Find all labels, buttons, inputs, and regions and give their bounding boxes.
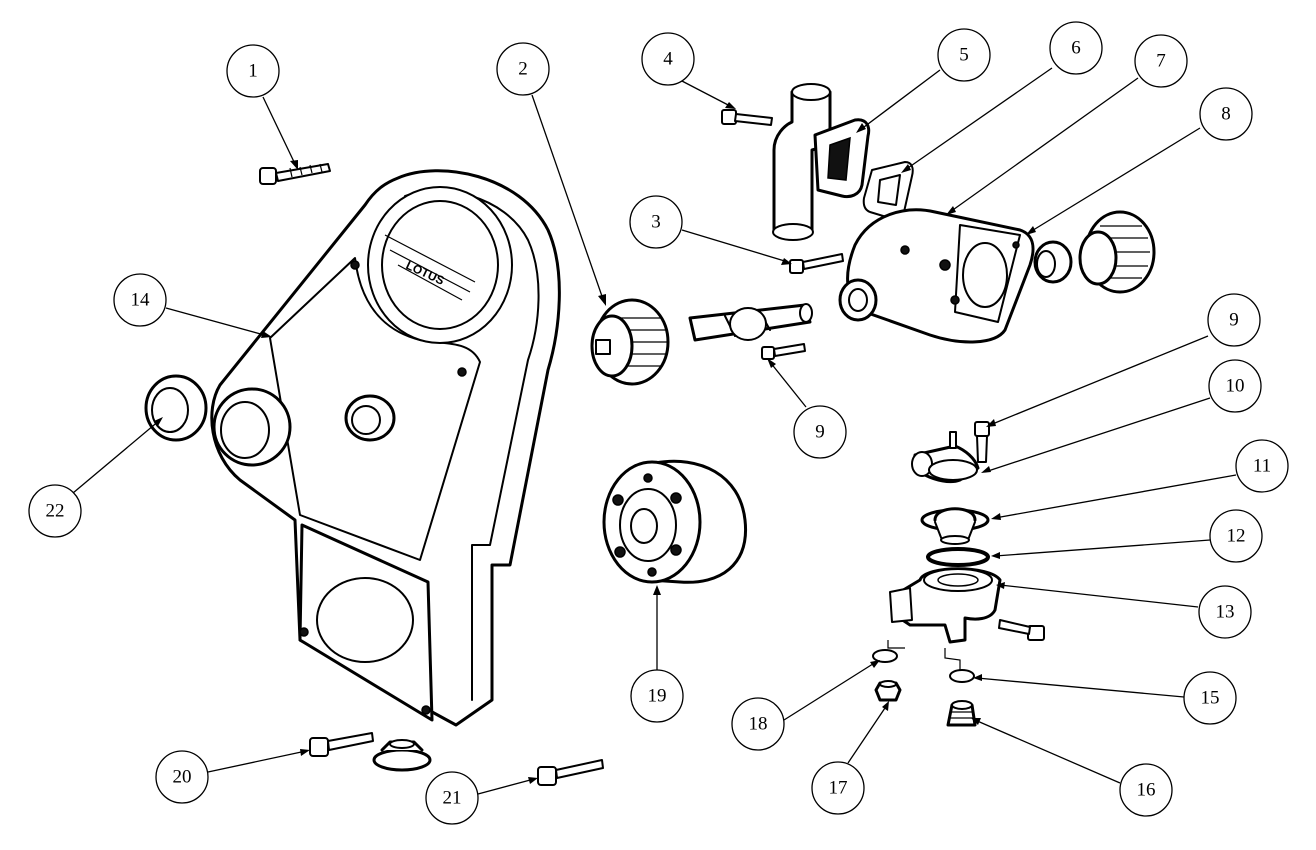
callout-4: 4 bbox=[641, 32, 695, 86]
leader-9b bbox=[986, 335, 1209, 427]
callout-9-upper: 9 bbox=[1207, 293, 1261, 347]
part-thermostat-cover-10 bbox=[911, 431, 980, 484]
leader-13 bbox=[996, 582, 1199, 608]
part-pump-shaft bbox=[688, 303, 813, 342]
callout-22: 22 bbox=[28, 484, 82, 538]
leader-17 bbox=[847, 701, 889, 764]
leader-14 bbox=[165, 307, 272, 338]
leader-21 bbox=[477, 777, 538, 795]
leader-1 bbox=[262, 96, 298, 170]
leader-6 bbox=[901, 67, 1053, 173]
callout-8: 8 bbox=[1199, 87, 1253, 141]
leader-19 bbox=[653, 585, 661, 670]
leader-15 bbox=[973, 674, 1185, 698]
callout-16-label: 16 bbox=[1137, 780, 1156, 801]
callout-21-label: 21 bbox=[443, 788, 462, 809]
part-timing-belt-cover: LOTUS bbox=[210, 169, 561, 727]
leader-9a bbox=[767, 358, 807, 408]
callout-1-label: 1 bbox=[248, 61, 258, 82]
callout-17: 17 bbox=[811, 761, 865, 815]
callout-20: 20 bbox=[155, 750, 209, 804]
part-water-pump-housing-7 bbox=[838, 208, 1035, 344]
callout-5: 5 bbox=[937, 28, 991, 82]
callout-22-label: 22 bbox=[46, 501, 65, 522]
callout-10-label: 10 bbox=[1226, 376, 1245, 397]
part-sensor-16 bbox=[946, 700, 977, 727]
callout-11: 11 bbox=[1235, 439, 1289, 493]
callout-9-lower-label: 9 bbox=[815, 422, 825, 443]
leader-10 bbox=[981, 397, 1211, 473]
part-timing-pulley-2 bbox=[590, 298, 670, 386]
leader-3 bbox=[681, 229, 792, 265]
callout-2-label: 2 bbox=[518, 59, 528, 80]
part-thermostat-housing-13 bbox=[889, 567, 1002, 644]
part-water-outlet-elbow-5 bbox=[772, 83, 871, 241]
callout-13: 13 bbox=[1198, 585, 1252, 639]
callout-16: 16 bbox=[1119, 763, 1173, 817]
leader-11 bbox=[991, 474, 1237, 520]
leader-12 bbox=[991, 539, 1211, 559]
part-pump-impeller bbox=[1033, 210, 1156, 294]
leader-20 bbox=[207, 749, 310, 773]
callout-12: 12 bbox=[1209, 509, 1263, 563]
part-bolt-9-lower bbox=[761, 343, 806, 360]
part-crankshaft-pulley-19 bbox=[602, 459, 748, 584]
callout-19-label: 19 bbox=[648, 686, 667, 707]
callout-14: 14 bbox=[113, 273, 167, 327]
part-bolt-21 bbox=[537, 759, 604, 786]
part-bolt-20 bbox=[309, 732, 374, 757]
callout-3: 3 bbox=[629, 195, 683, 249]
part-plug-17 bbox=[874, 680, 902, 702]
callout-9-upper-label: 9 bbox=[1229, 310, 1239, 331]
callout-10: 10 bbox=[1208, 359, 1262, 413]
callout-6-label: 6 bbox=[1071, 38, 1081, 59]
part-thermostat-11 bbox=[920, 507, 990, 545]
part-grommet bbox=[372, 739, 432, 772]
leader-16 bbox=[971, 718, 1121, 784]
leader-2 bbox=[531, 94, 606, 306]
callout-11-label: 11 bbox=[1253, 456, 1271, 477]
callout-6: 6 bbox=[1049, 21, 1103, 75]
leader-22 bbox=[72, 417, 163, 494]
callout-4-label: 4 bbox=[663, 49, 673, 70]
leader-4 bbox=[679, 79, 736, 109]
callout-8-label: 8 bbox=[1221, 104, 1231, 125]
callout-18: 18 bbox=[731, 697, 785, 751]
callout-1: 1 bbox=[226, 44, 280, 98]
leader-7 bbox=[946, 77, 1139, 215]
leader-5 bbox=[856, 69, 941, 133]
callout-5-label: 5 bbox=[959, 45, 969, 66]
callout-17-label: 17 bbox=[829, 778, 848, 799]
callout-7: 7 bbox=[1134, 34, 1188, 88]
part-bolt-9-upper bbox=[974, 421, 990, 463]
callout-12-label: 12 bbox=[1227, 526, 1246, 547]
callout-20-label: 20 bbox=[173, 767, 192, 788]
callout-15: 15 bbox=[1183, 671, 1237, 725]
callout-18-label: 18 bbox=[749, 714, 768, 735]
leader-8 bbox=[1026, 127, 1201, 235]
part-bolt-3 bbox=[789, 253, 844, 274]
callout-19: 19 bbox=[630, 669, 684, 723]
part-o-ring-12 bbox=[926, 547, 990, 567]
callout-14-label: 14 bbox=[131, 290, 151, 311]
part-washer-18 bbox=[872, 640, 905, 663]
callout-7-label: 7 bbox=[1156, 51, 1166, 72]
callouts: 1 2 3 4 5 6 7 8 9 9 10 11 12 13 14 15 16… bbox=[28, 21, 1289, 825]
part-washer-15 bbox=[944, 648, 975, 683]
callout-2: 2 bbox=[496, 42, 550, 96]
callout-21: 21 bbox=[425, 771, 479, 825]
callout-9-lower: 9 bbox=[793, 405, 847, 459]
part-oil-seal-22 bbox=[144, 374, 208, 442]
leader-lines bbox=[72, 67, 1237, 795]
callout-15-label: 15 bbox=[1201, 688, 1220, 709]
leader-18 bbox=[783, 660, 880, 721]
part-bolt-1 bbox=[259, 163, 331, 185]
part-bolt-4 bbox=[721, 109, 773, 126]
callout-13-label: 13 bbox=[1216, 602, 1235, 623]
callout-3-label: 3 bbox=[651, 212, 661, 233]
part-bolt-housing bbox=[998, 619, 1045, 641]
